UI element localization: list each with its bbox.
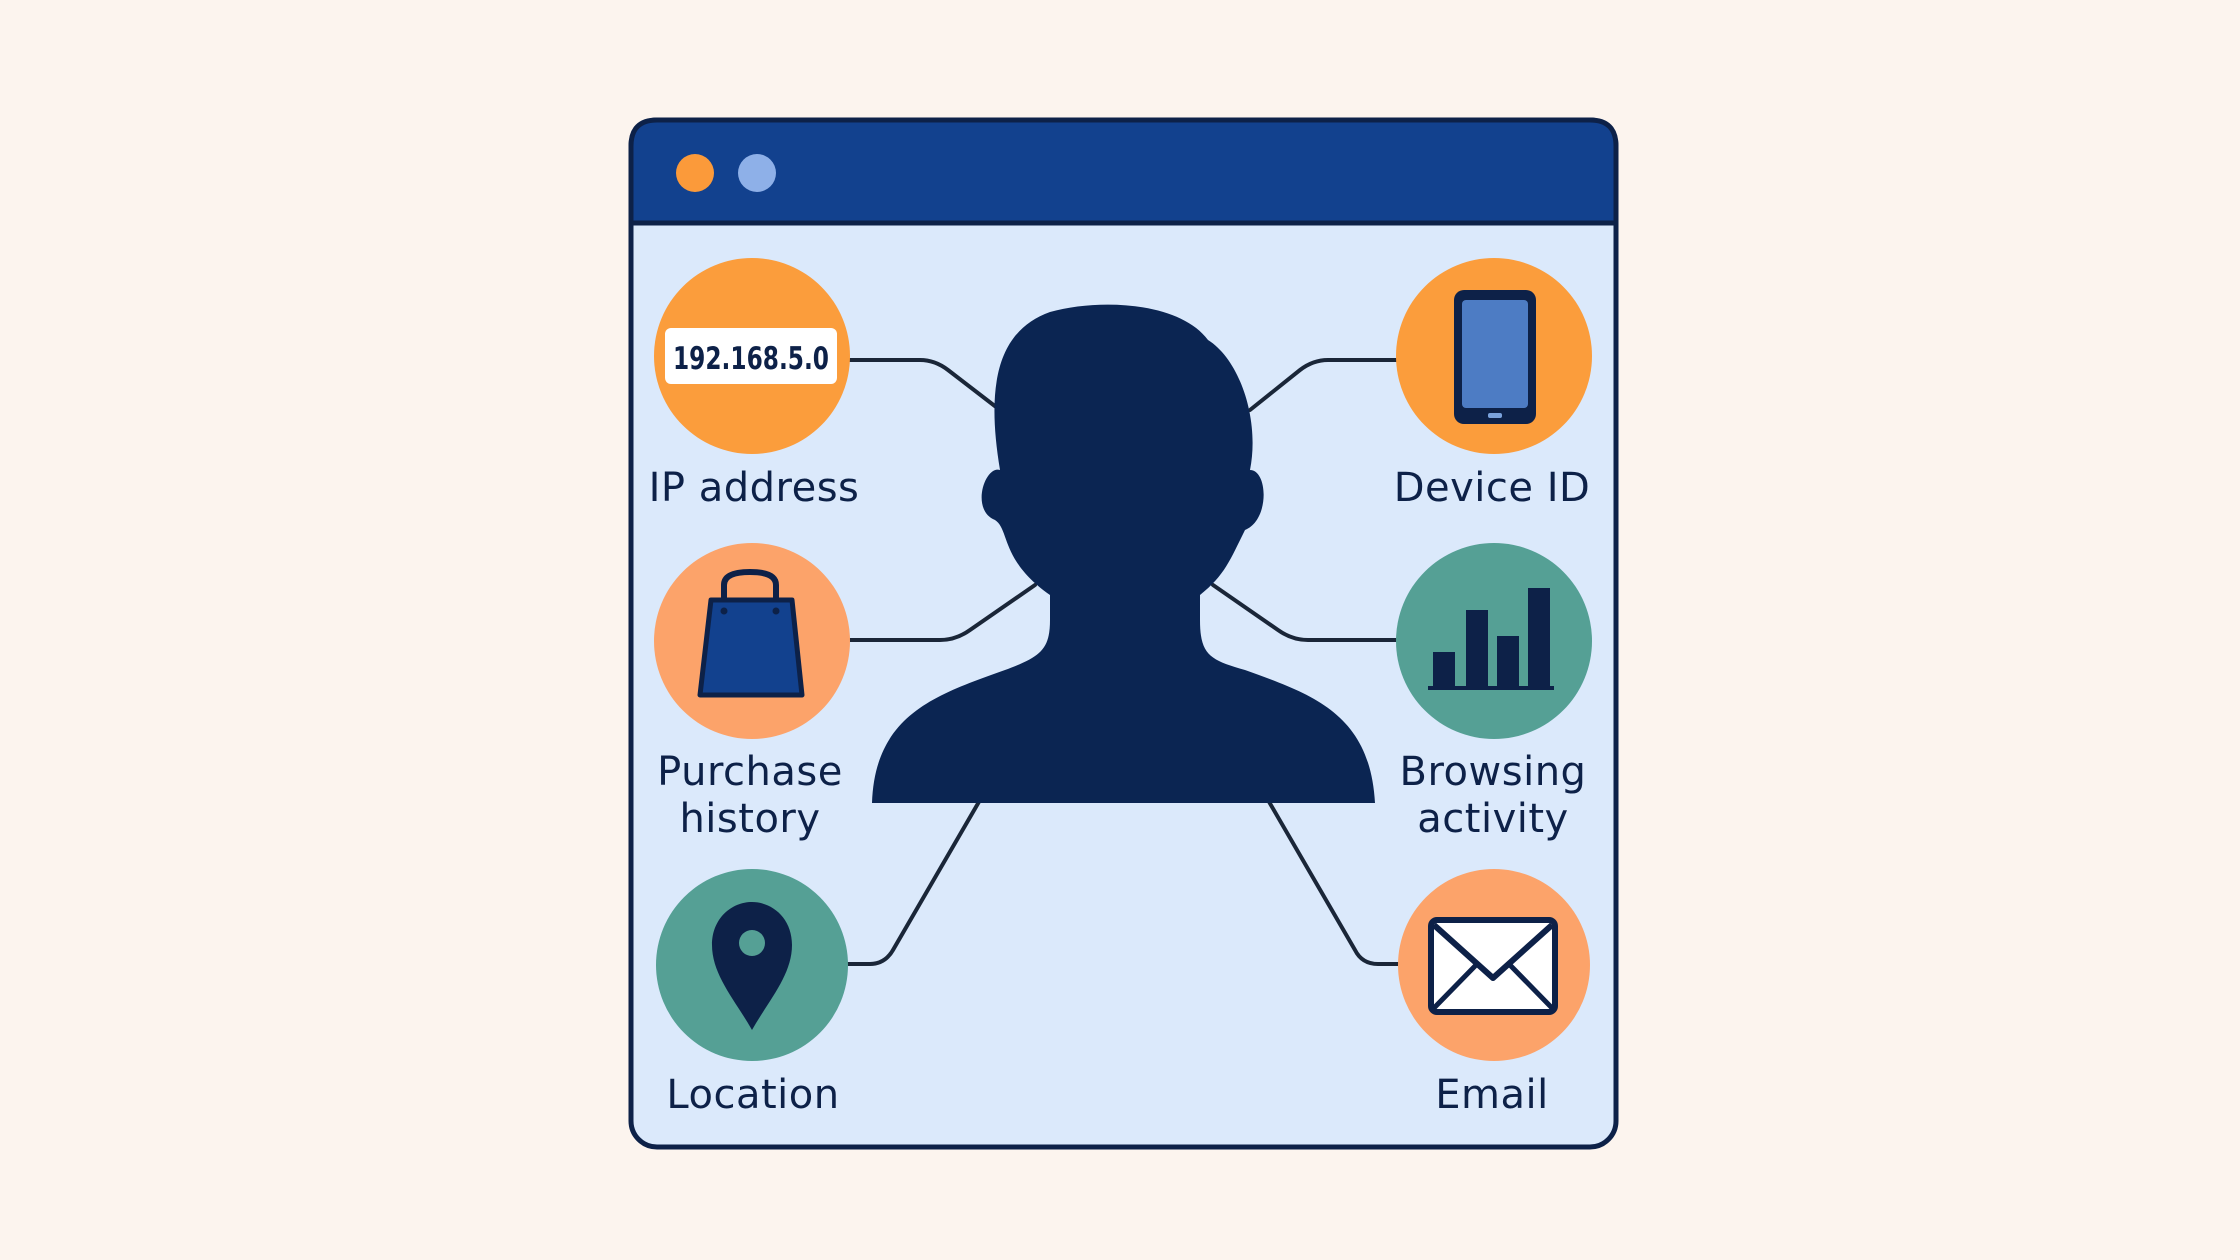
connector-email — [1266, 798, 1400, 966]
connector-device — [1248, 358, 1400, 412]
smartphone-icon — [1454, 290, 1536, 424]
label-email: Email — [1435, 1072, 1549, 1118]
label-location: Location — [666, 1072, 840, 1118]
label-device-id: Device ID — [1393, 465, 1591, 511]
shopping-bag-icon — [697, 568, 805, 698]
label-browsing-line2: activity — [1417, 796, 1569, 842]
label-browsing-line1: Browsing — [1399, 749, 1587, 795]
window-dot-blue[interactable] — [738, 154, 776, 192]
connector-ip — [846, 358, 1002, 412]
browsing-circle — [1396, 543, 1592, 739]
label-purchase-line2: history — [679, 796, 821, 842]
node-email[interactable] — [1398, 869, 1590, 1061]
label-purchase-line1: Purchase — [657, 749, 843, 795]
person-body — [872, 304, 1375, 803]
person-silhouette-icon — [872, 304, 1375, 803]
node-location[interactable] — [656, 869, 848, 1061]
window-titlebar — [628, 117, 1619, 226]
connector-browsing — [1211, 583, 1400, 642]
node-ip-address[interactable]: 192.168.5.0 — [654, 258, 850, 454]
node-device-id[interactable] — [1396, 258, 1592, 454]
location-pin-icon — [712, 902, 792, 1030]
connector-purchase — [846, 583, 1037, 642]
label-purchase-history: Purchase history — [580, 749, 920, 843]
window-dot-orange[interactable] — [676, 154, 714, 192]
label-browsing-activity: Browsing activity — [1323, 749, 1663, 843]
node-purchase-history[interactable] — [654, 543, 850, 739]
envelope-icon — [1428, 917, 1558, 1015]
label-ip-address: IP address — [648, 465, 860, 511]
node-browsing-activity[interactable] — [1396, 543, 1592, 739]
ip-address-tag-icon — [665, 328, 837, 384]
connector-location — [846, 798, 982, 966]
bar-chart-icon — [1428, 588, 1554, 690]
connector-lines — [846, 358, 1400, 966]
ip-address-value: 192.168.5.0 — [673, 341, 829, 377]
